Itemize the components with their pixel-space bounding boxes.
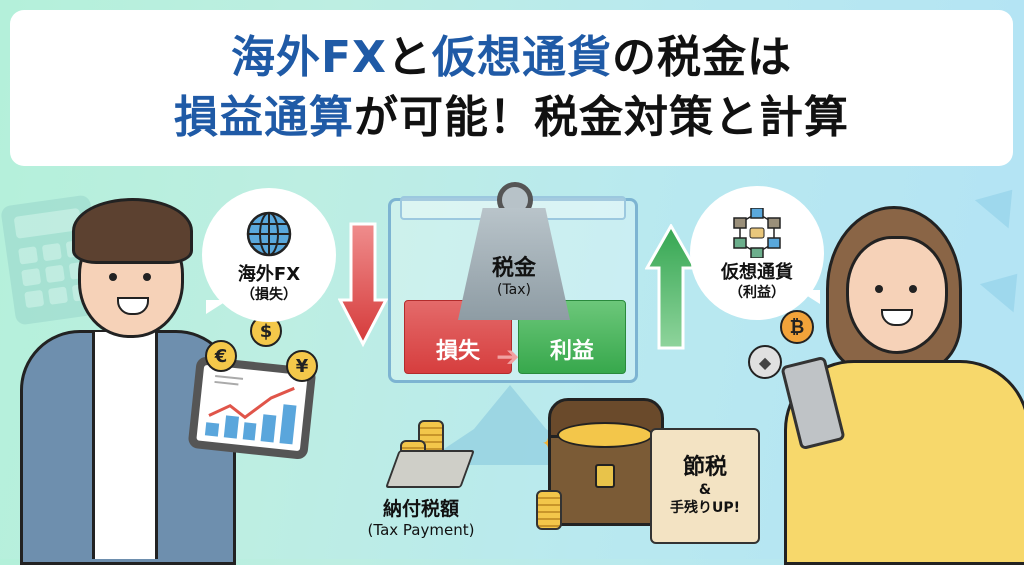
tax-saving-scroll: 節税 & 手残りUP! <box>650 428 760 544</box>
tax-payment-label: 納付税額 (Tax Payment) <box>346 498 496 540</box>
weight-sublabel: (Tax) <box>496 282 532 298</box>
globe-icon <box>246 211 292 257</box>
profit-block-label: 利益 <box>549 339 594 364</box>
speech-bubble-overseas-fx: 海外FX （損失） <box>202 188 336 322</box>
bg-up-arrow-icon <box>979 259 1024 313</box>
title-text: の税金は <box>611 32 792 83</box>
scroll-title: 節税 <box>682 455 727 480</box>
bubble-sublabel: （利益） <box>729 285 785 301</box>
man-shirt <box>92 332 158 559</box>
profit-up-arrow-icon <box>645 224 697 350</box>
title-banner: 海外FXと仮想通貨の税金は 損益通算が可能！税金対策と計算 <box>10 10 1013 166</box>
sparkle-icon: ✦ <box>542 436 554 452</box>
ethereum-coin-icon: ◆ <box>748 345 782 379</box>
coin-stack-icon <box>536 490 562 530</box>
bitcoin-coin-icon: ₿ <box>780 310 814 344</box>
title-highlight: 損益通算 <box>174 92 354 143</box>
loss-block-label: 損失 <box>435 339 480 364</box>
tax-payment-title: 納付税額 <box>382 498 459 520</box>
title-line-2: 損益通算が可能！税金対策と計算 <box>174 88 849 148</box>
weight-label: 税金 <box>491 256 536 281</box>
yen-coin-icon: ¥ <box>286 350 318 382</box>
title-highlight: 海外FX <box>231 32 387 83</box>
bubble-label: 仮想通貨 <box>721 262 793 283</box>
tablet-chart-icon <box>187 355 317 461</box>
scroll-subtitle: 手残りUP! <box>669 500 740 516</box>
right-arrow-icon: ➔ <box>496 340 520 373</box>
scroll-ampersand: & <box>698 482 712 498</box>
man-hair <box>72 198 193 264</box>
speech-bubble-crypto: 仮想通貨 （利益） <box>690 186 824 320</box>
tax-payment-subtitle: (Tax Payment) <box>367 521 475 539</box>
banknotes-icon <box>385 450 475 488</box>
bubble-label: 海外FX <box>237 264 301 285</box>
euro-coin-icon: € <box>205 340 237 372</box>
treasure-chest-icon <box>548 398 664 526</box>
title-text: が可能！税金対策と計算 <box>354 92 849 143</box>
title-line-1: 海外FXと仮想通貨の税金は <box>231 28 792 88</box>
bg-up-arrow-icon <box>974 175 1024 229</box>
title-text: と <box>386 32 432 83</box>
bubble-sublabel: （損失） <box>241 287 297 303</box>
blockchain-icon <box>733 208 781 258</box>
title-highlight: 仮想通貨 <box>431 32 612 83</box>
loss-down-arrow-icon <box>338 222 388 348</box>
woman-face <box>846 236 948 354</box>
